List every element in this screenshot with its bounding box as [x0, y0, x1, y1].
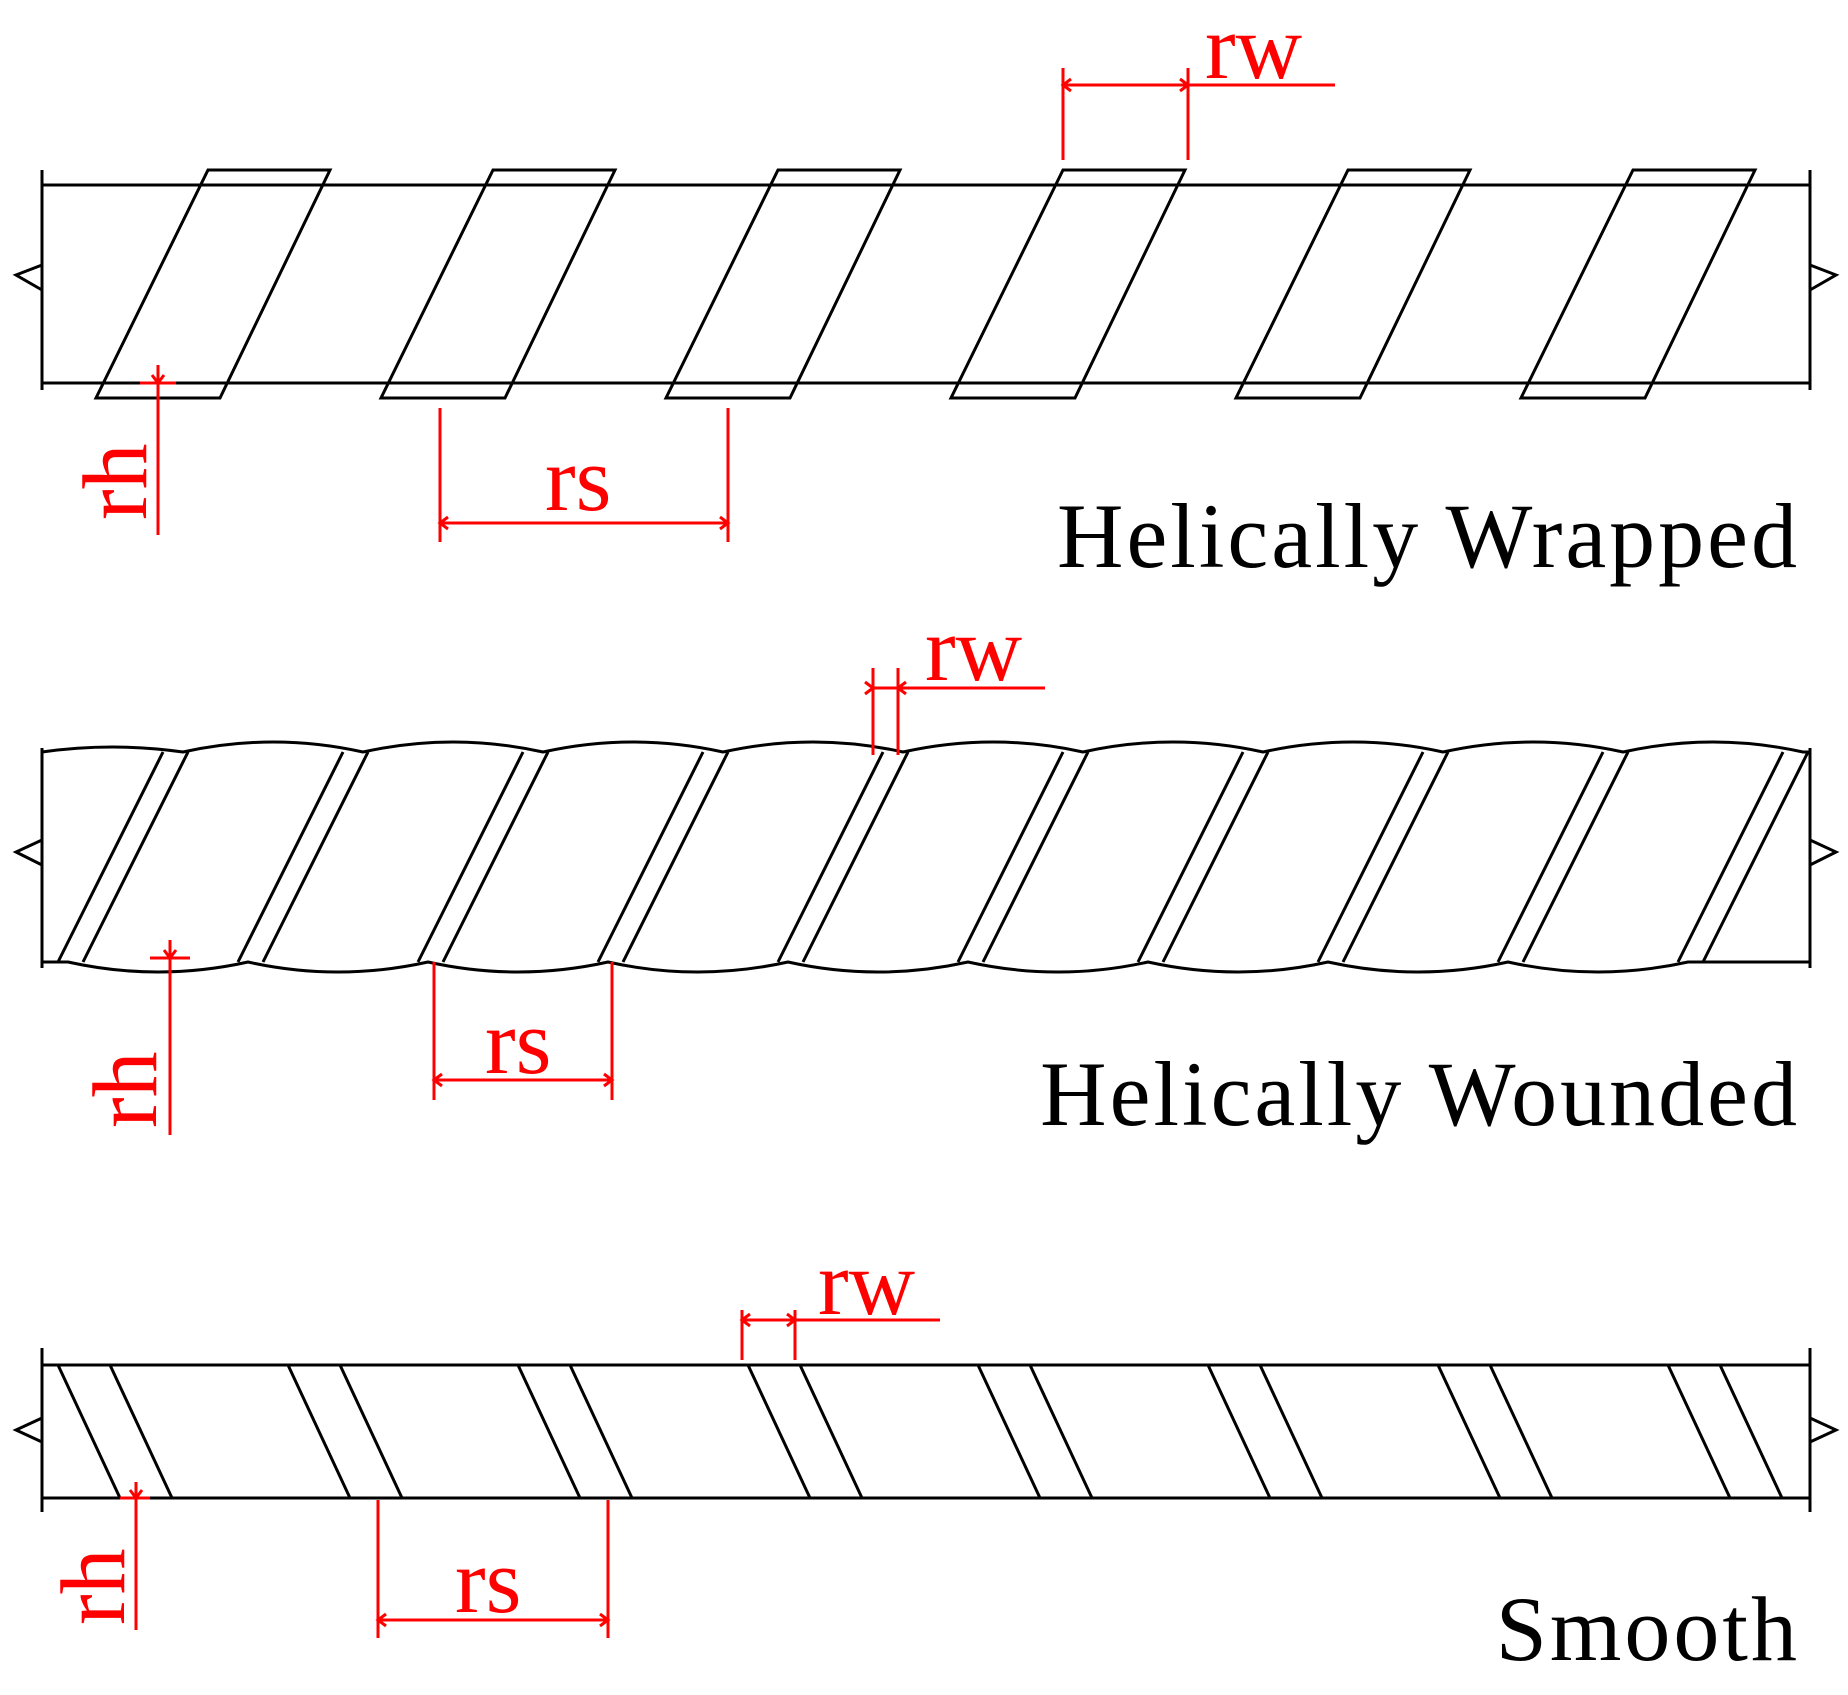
wounded-rib-line	[1136, 751, 1245, 963]
wounded-rh-label: rh	[74, 1051, 176, 1128]
smooth-rs-label: rs	[455, 1530, 521, 1632]
wrapped-caption: Helically Wrapped	[1057, 485, 1800, 587]
smooth-rib-line	[338, 1364, 404, 1499]
wrapped-rh-dimension	[140, 365, 176, 535]
smooth-rib-line	[56, 1364, 122, 1499]
wounded-rib-line	[1496, 751, 1605, 963]
smooth-rh-label: rh	[42, 1548, 144, 1625]
smooth-rw-label: rw	[818, 1232, 916, 1334]
smooth-ribs	[56, 1364, 1784, 1499]
wounded-rs-label: rs	[485, 991, 551, 1093]
wrapped-rs-dimension	[437, 408, 731, 542]
smooth-rib-line	[516, 1364, 582, 1499]
smooth-bar-outline	[12, 1348, 1840, 1512]
wounded-rib-line	[621, 751, 730, 963]
smooth-rib-line	[286, 1364, 352, 1499]
wounded-rh-dimension	[150, 940, 190, 1135]
wounded-rib-line	[1521, 751, 1630, 963]
smooth-rib-line	[1666, 1364, 1732, 1499]
wounded-rib-line	[416, 751, 525, 963]
wounded-rib-line	[1316, 751, 1425, 963]
wrapped-rs-label: rs	[545, 428, 611, 530]
wounded-rib-line	[1341, 751, 1450, 963]
wounded-caption: Helically Wounded	[1040, 1043, 1800, 1145]
wounded-rw-label: rw	[925, 598, 1023, 700]
wounded-rib-line	[1676, 751, 1785, 963]
wounded-rib-line	[801, 751, 910, 963]
smooth-caption: Smooth	[1496, 1578, 1800, 1680]
wounded-rib-line	[596, 751, 705, 963]
wounded-rw-dimension	[864, 668, 1045, 755]
wounded-rib-line	[236, 751, 345, 963]
wounded-wavy-edges	[41, 740, 1810, 974]
wounded-rib-line	[56, 751, 165, 963]
smooth-rib-line	[976, 1364, 1042, 1499]
wrapped-rh-label: rh	[64, 443, 166, 520]
wrapped-rw-label: rw	[1205, 0, 1303, 98]
smooth-rib-line	[1206, 1364, 1272, 1499]
smooth-rw-dimension	[739, 1310, 940, 1360]
wrapped-rw-dimension	[1060, 68, 1335, 160]
helically-wounded-bar: rw rh rs Helically Wounded	[12, 598, 1840, 1145]
smooth-rib-line	[1718, 1364, 1784, 1499]
smooth-bar: rw rh rs Smooth	[12, 1232, 1840, 1680]
wounded-rib-line	[981, 751, 1090, 963]
wounded-rs-dimension	[431, 962, 615, 1100]
wounded-top-edge	[41, 740, 1810, 754]
wounded-rib-line	[81, 751, 190, 963]
wrapped-bar-outline	[12, 170, 1840, 390]
wounded-bar-outline	[12, 748, 1840, 968]
wounded-rib-line	[261, 751, 370, 963]
wounded-rib-line	[956, 751, 1065, 963]
wounded-rib-line	[1161, 751, 1270, 963]
smooth-rib-line	[746, 1364, 812, 1499]
wrapped-ribs	[93, 168, 1758, 400]
smooth-rib-line	[568, 1364, 634, 1499]
wounded-ribs	[56, 751, 1810, 963]
helically-wrapped-bar: rw rh rs Helically Wrapped	[12, 0, 1840, 587]
smooth-rib-line	[1436, 1364, 1502, 1499]
wounded-rib-line	[776, 751, 885, 963]
smooth-rh-dimension	[120, 1482, 150, 1630]
smooth-rib-line	[108, 1364, 174, 1499]
smooth-rib-line	[1258, 1364, 1324, 1499]
wounded-bottom-edge	[42, 960, 1810, 974]
wounded-rib-line	[1701, 751, 1810, 963]
smooth-rib-line	[798, 1364, 864, 1499]
smooth-rs-dimension	[375, 1500, 611, 1638]
smooth-rib-line	[1028, 1364, 1094, 1499]
smooth-rib-line	[1488, 1364, 1554, 1499]
wounded-rib-line	[441, 751, 550, 963]
